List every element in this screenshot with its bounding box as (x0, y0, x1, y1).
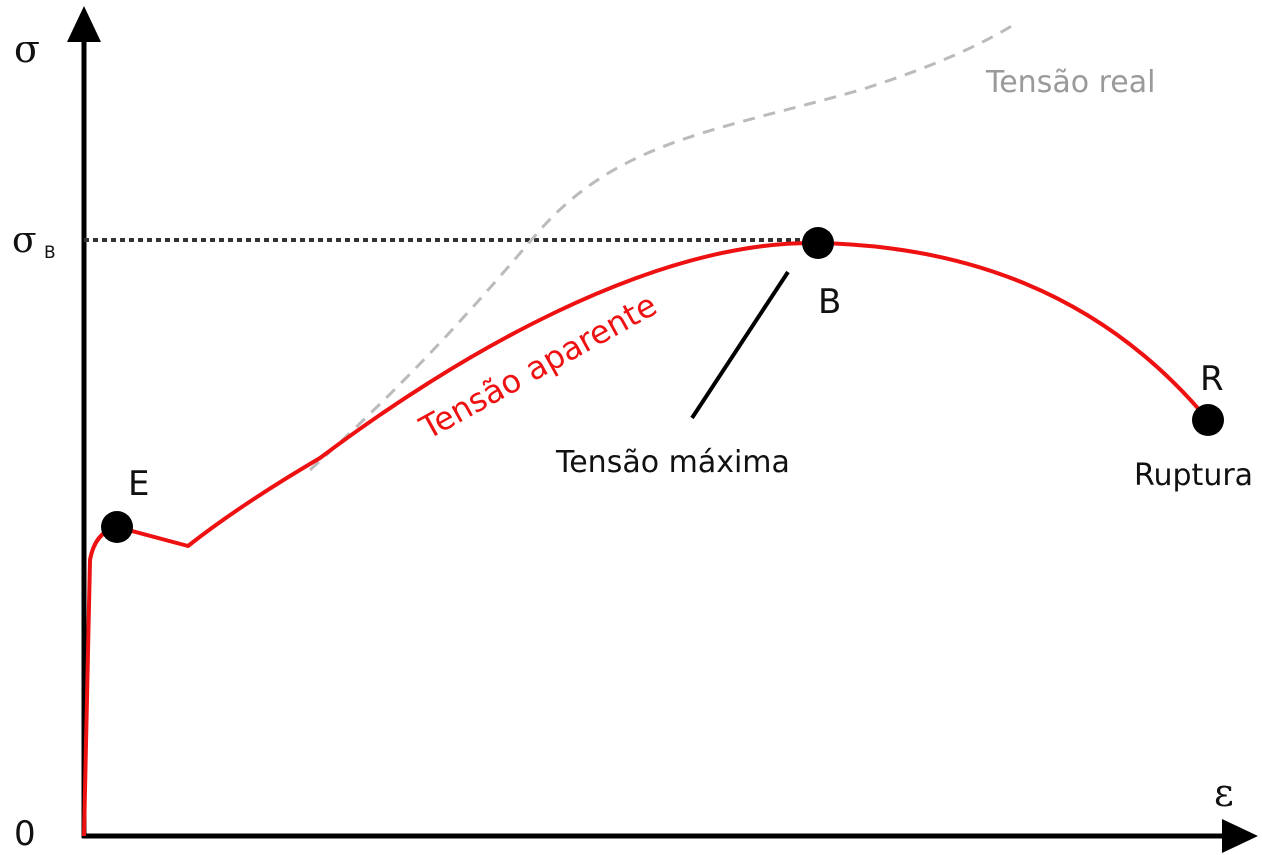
point-e-marker (101, 511, 133, 543)
apparent-stress-label: Tensão aparente (413, 286, 663, 448)
apparent-stress-curve (82, 240, 1210, 837)
origin-label: 0 (14, 814, 36, 854)
x-axis-label: ε (1214, 771, 1234, 815)
point-e-label: E (128, 464, 149, 504)
point-r-label: R (1200, 359, 1224, 399)
point-r-marker (1192, 404, 1224, 436)
max-stress-label: Tensão máxima (555, 445, 790, 480)
point-b-marker (802, 227, 834, 259)
point-b-label: B (818, 282, 841, 322)
sigma-b-label: σ (12, 220, 37, 261)
x-axis-arrowhead (1222, 819, 1258, 853)
real-stress-curve (308, 20, 1019, 472)
max-stress-leader-line (690, 270, 790, 420)
real-stress-label: Tensão real (985, 65, 1155, 100)
y-axis-arrowhead (67, 6, 101, 42)
y-axis-label: σ (14, 27, 40, 71)
sigma-b-subscript: B (44, 243, 56, 263)
rupture-label: Ruptura (1134, 458, 1253, 493)
